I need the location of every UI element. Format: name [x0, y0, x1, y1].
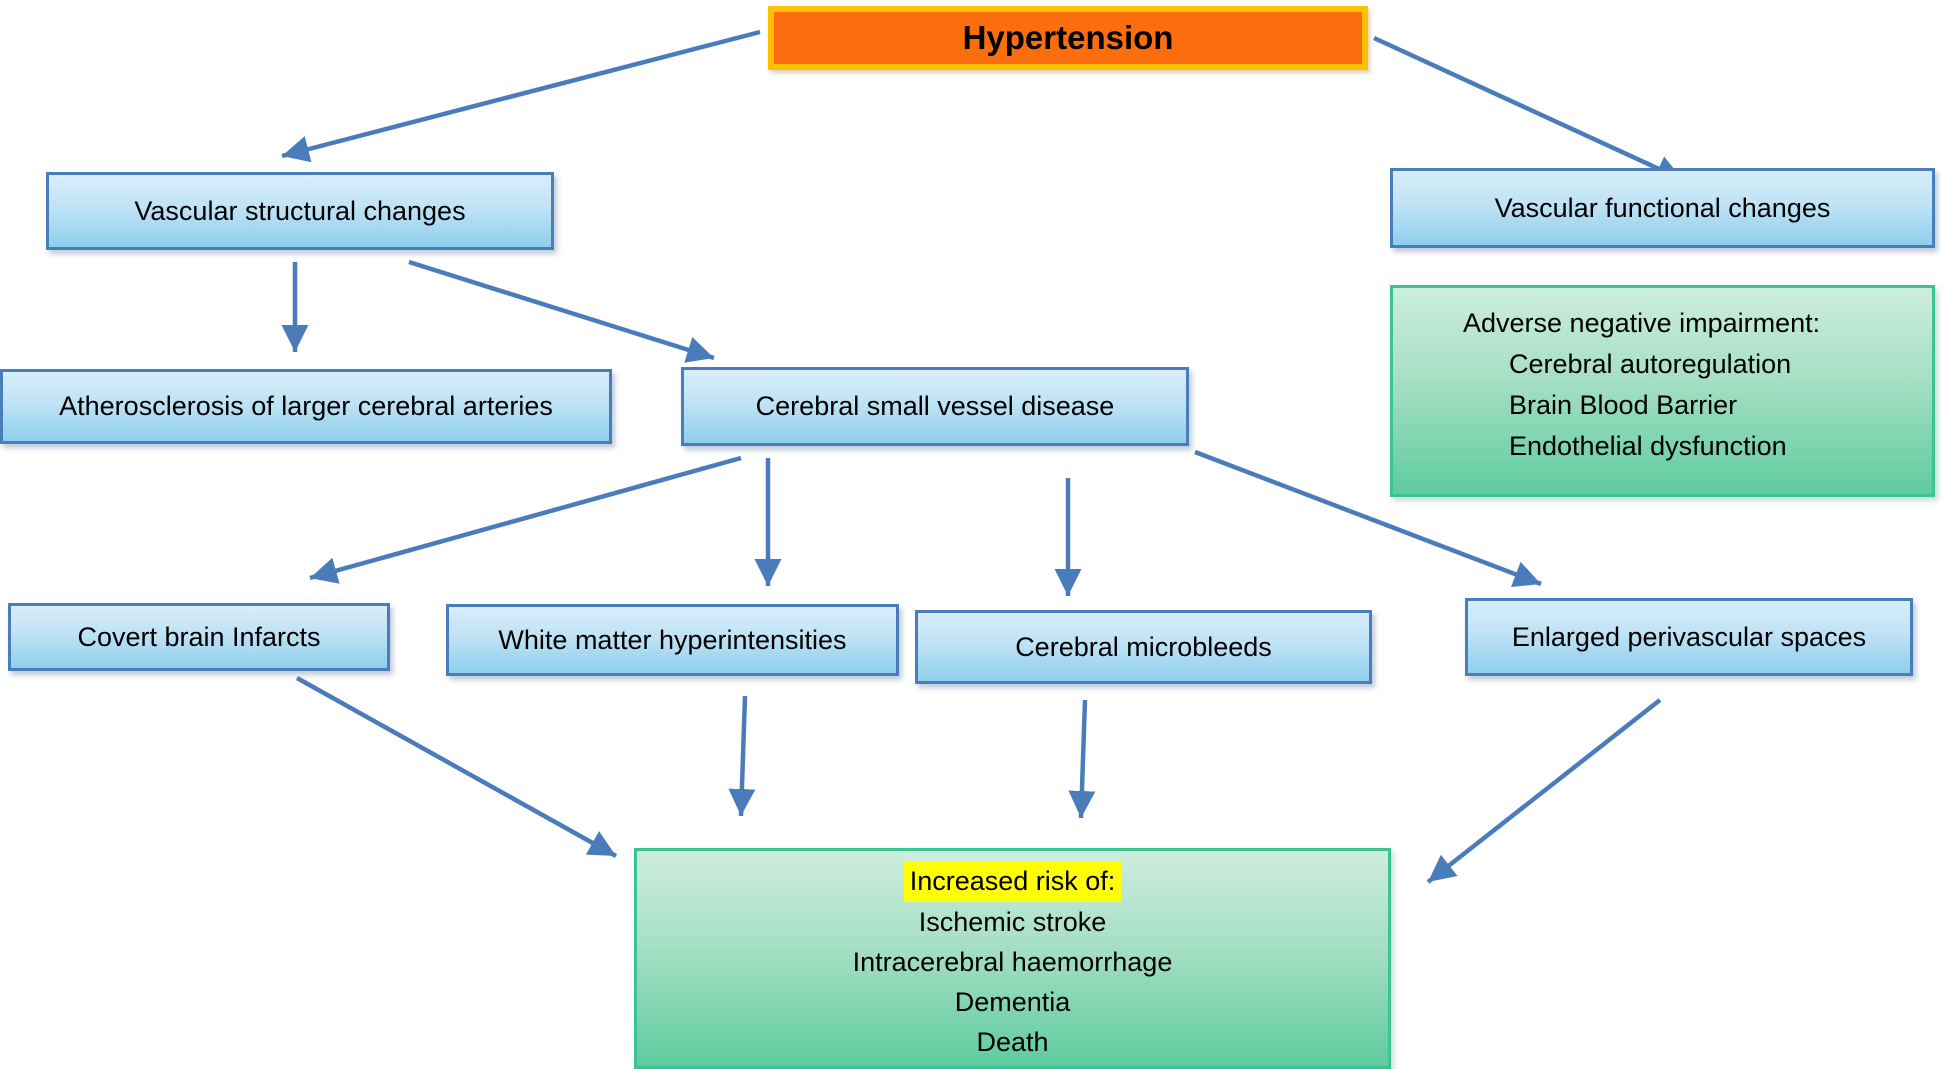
node-cerebral-microbleeds-label: Cerebral microbleeds [1015, 631, 1272, 662]
node-enlarged-perivascular-spaces-label: Enlarged perivascular spaces [1511, 621, 1867, 652]
node-covert-brain-infarcts-label: Covert brain Infarcts [77, 621, 321, 652]
node-cerebral-microbleeds: Cerebral microbleeds [915, 610, 1372, 684]
increased-risk-item: Dementia [954, 987, 1071, 1017]
arrow-microbleeds-to-risk [1068, 699, 1096, 819]
node-hypertension-label: Hypertension [962, 19, 1174, 57]
node-cerebral-small-vessel-disease-label: Cerebral small vessel disease [755, 391, 1115, 422]
increased-risk-item: Intracerebral haemorrhage [852, 947, 1173, 977]
arrow-hypertension-to-functional [1373, 35, 1684, 183]
increased-risk-title: Increased risk of: [903, 861, 1122, 902]
arrow-perivascular-spaces-to-risk [1426, 698, 1662, 884]
arrow-small-vessel-to-covert-infarcts [309, 455, 742, 584]
node-atherosclerosis: Atherosclerosis of larger cerebral arter… [0, 369, 612, 444]
node-adverse-negative-impairment: Adverse negative impairment: Cerebral au… [1390, 285, 1935, 497]
arrow-structural-to-small-vessel-disease [408, 259, 715, 363]
increased-risk-item: Death [976, 1027, 1049, 1057]
node-white-matter-hyperintensities-label: White matter hyperintensities [498, 624, 847, 655]
increased-risk-item: Ischemic stroke [918, 907, 1107, 937]
node-vascular-structural-changes: Vascular structural changes [46, 172, 554, 250]
adverse-impairment-item: Cerebral autoregulation [1509, 349, 1792, 379]
adverse-impairment-item: Endothelial dysfunction [1509, 431, 1787, 461]
node-vascular-structural-changes-label: Vascular structural changes [134, 195, 466, 226]
node-white-matter-hyperintensities: White matter hyperintensities [446, 604, 899, 676]
node-cerebral-small-vessel-disease: Cerebral small vessel disease [681, 367, 1189, 446]
node-hypertension: Hypertension [768, 6, 1368, 70]
node-increased-risk: Increased risk of: Ischemic stroke Intra… [634, 848, 1391, 1069]
arrow-white-matter-to-risk [728, 695, 756, 817]
node-covert-brain-infarcts: Covert brain Infarcts [8, 603, 390, 671]
node-atherosclerosis-label: Atherosclerosis of larger cerebral arter… [59, 391, 553, 422]
node-vascular-functional-changes-label: Vascular functional changes [1494, 192, 1831, 223]
node-vascular-functional-changes: Vascular functional changes [1390, 168, 1935, 248]
arrow-covert-infarcts-to-risk [295, 676, 618, 858]
node-enlarged-perivascular-spaces: Enlarged perivascular spaces [1465, 598, 1913, 676]
arrow-hypertension-to-structural [281, 29, 761, 163]
adverse-impairment-title: Adverse negative impairment: [1463, 308, 1821, 338]
adverse-impairment-item: Brain Blood Barrier [1509, 390, 1738, 420]
